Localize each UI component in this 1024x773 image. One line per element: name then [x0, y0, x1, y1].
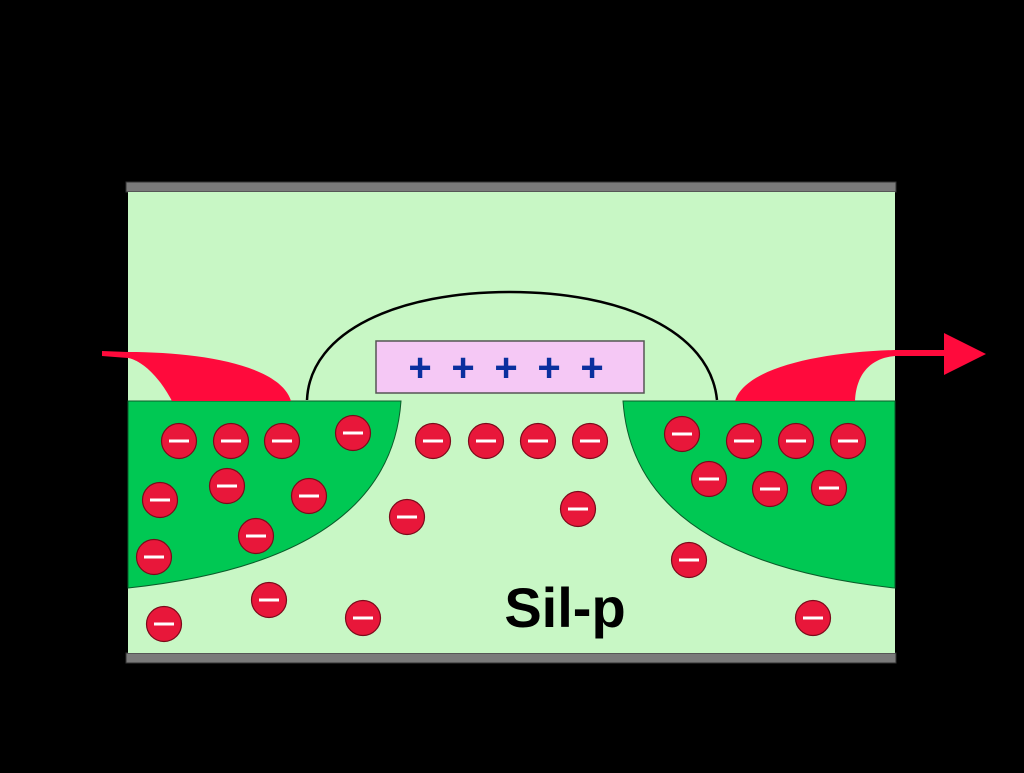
- source-current-flow: [102, 351, 291, 401]
- electron: [777, 422, 815, 460]
- minus-sign-icon: [734, 439, 754, 443]
- electron: [250, 581, 288, 619]
- minus-sign-icon: [154, 622, 174, 626]
- electron: [690, 460, 728, 498]
- minus-sign-icon: [786, 439, 806, 443]
- electron: [810, 469, 848, 507]
- minus-sign-icon: [672, 432, 692, 436]
- electron: [263, 422, 301, 460]
- electron: [237, 517, 275, 555]
- minus-sign-icon: [272, 439, 292, 443]
- gate-electrode: [375, 340, 645, 394]
- electron: [344, 599, 382, 637]
- minus-sign-icon: [246, 534, 266, 538]
- electron: [388, 498, 426, 536]
- minus-sign-icon: [838, 439, 858, 443]
- minus-sign-icon: [169, 439, 189, 443]
- electron: [467, 422, 505, 460]
- minus-sign-icon: [476, 439, 496, 443]
- electron: [141, 481, 179, 519]
- positive-charge: +: [408, 346, 431, 390]
- electron: [663, 415, 701, 453]
- top-electrode: [125, 181, 897, 193]
- minus-sign-icon: [819, 486, 839, 490]
- gate-field-arc: [305, 290, 719, 401]
- substrate-label: Sil-p: [504, 576, 625, 639]
- electron: [160, 422, 198, 460]
- electron: [571, 422, 609, 460]
- positive-charge: +: [494, 346, 517, 390]
- source-n-region: [127, 400, 402, 589]
- drain-current-flow: [735, 350, 945, 401]
- electron: [559, 490, 597, 528]
- minus-sign-icon: [343, 431, 363, 435]
- minus-sign-icon: [760, 487, 780, 491]
- electron: [794, 599, 832, 637]
- minus-sign-icon: [259, 598, 279, 602]
- electron: [829, 422, 867, 460]
- electron: [725, 422, 763, 460]
- minus-sign-icon: [221, 439, 241, 443]
- minus-sign-icon: [528, 439, 548, 443]
- minus-sign-icon: [217, 484, 237, 488]
- current-arrow-head-icon: [944, 333, 986, 375]
- electron: [334, 414, 372, 452]
- minus-sign-icon: [803, 616, 823, 620]
- electron: [212, 422, 250, 460]
- minus-sign-icon: [299, 494, 319, 498]
- minus-sign-icon: [397, 515, 417, 519]
- electron: [145, 605, 183, 643]
- electron: [135, 538, 173, 576]
- minus-sign-icon: [568, 507, 588, 511]
- electron: [751, 470, 789, 508]
- electrons: [135, 414, 867, 643]
- gate-positive-charges: + + + + +: [408, 346, 603, 390]
- electron: [208, 467, 246, 505]
- minus-sign-icon: [580, 439, 600, 443]
- positive-charge: +: [580, 346, 603, 390]
- positive-charge: +: [451, 346, 474, 390]
- positive-charge: +: [537, 346, 560, 390]
- minus-sign-icon: [150, 498, 170, 502]
- bottom-electrode: [125, 652, 897, 664]
- minus-sign-icon: [144, 555, 164, 559]
- electron: [670, 541, 708, 579]
- minus-sign-icon: [699, 477, 719, 481]
- electron: [290, 477, 328, 515]
- electron: [414, 422, 452, 460]
- minus-sign-icon: [423, 439, 443, 443]
- minus-sign-icon: [353, 616, 373, 620]
- electron: [519, 422, 557, 460]
- minus-sign-icon: [679, 558, 699, 562]
